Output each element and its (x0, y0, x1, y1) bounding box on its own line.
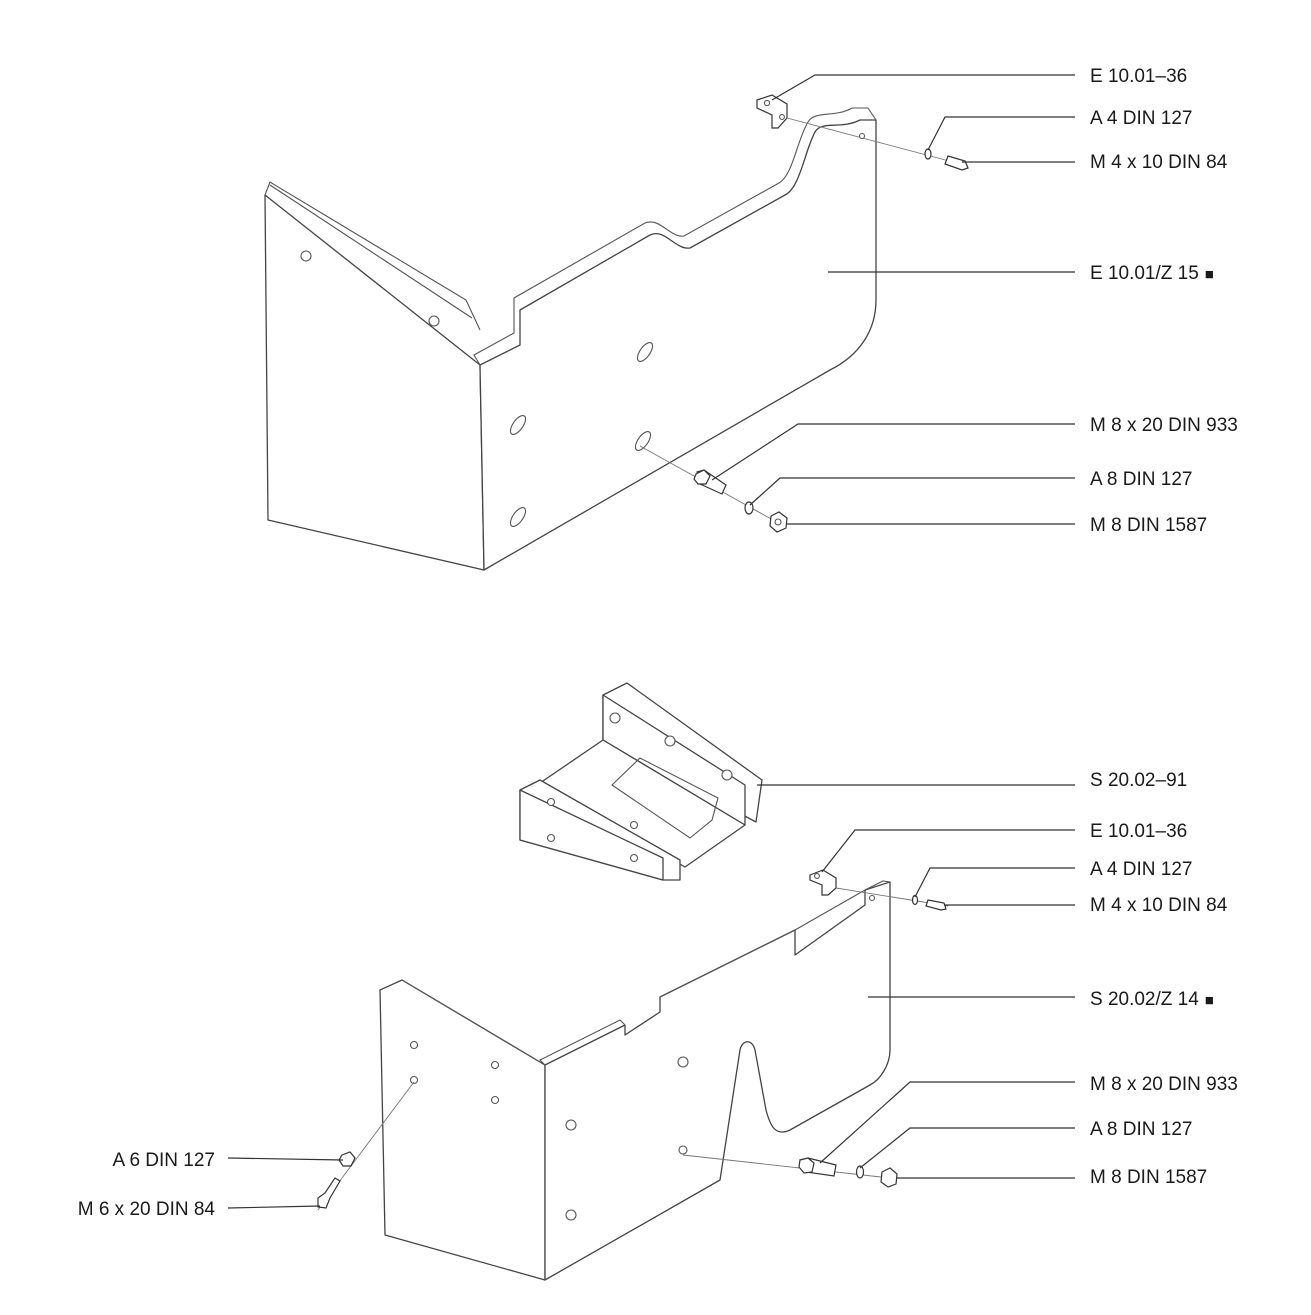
bottom-small-bracket (809, 869, 837, 896)
bottom-hole-1 (409, 1040, 419, 1050)
top-panel-main-top-edge (473, 107, 877, 366)
label-top-panel-marker: ■ (1205, 266, 1214, 283)
label-bottom-washer-large: A 8 DIN 127 (1090, 1119, 1192, 1140)
top-panel-hole-small (858, 132, 866, 140)
bottom-panel-left-face (379, 979, 546, 1281)
adapter-hole-1 (609, 712, 621, 724)
bottom-hole-2 (409, 1075, 419, 1085)
label-bottom-panel: S 20.02/Z 14 ■ (1090, 989, 1214, 1010)
label-bottom-bracket: E 10.01–36 (1090, 821, 1187, 842)
side-screw (317, 1177, 341, 1209)
leader-top-bolt (711, 423, 1075, 481)
bottom-bolt-axis (682, 1154, 891, 1179)
bottom-hole-3 (490, 1060, 500, 1070)
bottom-hole-8 (678, 1145, 688, 1155)
top-bracket-axis (786, 117, 969, 167)
bottom-assembly: S 20.02–91 E 10.01–36 A 4 DIN 127 M 4 x … (78, 682, 1238, 1281)
bottom-panel-main-face (544, 881, 891, 1281)
adapter-hole-2 (664, 735, 676, 747)
top-slot-1 (636, 341, 654, 363)
bottom-bolt-head (798, 1157, 815, 1174)
label-top-bolt: M 8 x 20 DIN 933 (1090, 415, 1238, 436)
adapter-hole-4 (546, 797, 556, 807)
label-bottom-bolt: M 8 x 20 DIN 933 (1090, 1074, 1238, 1095)
label-bottom-screw-small: M 4 x 10 DIN 84 (1090, 895, 1228, 916)
top-panel-top-edge-line (269, 184, 473, 319)
top-bolt-head (693, 469, 711, 485)
label-top-screw-small: M 4 x 10 DIN 84 (1090, 152, 1228, 173)
bottom-hole-4 (490, 1095, 500, 1105)
leader-bottom-bolt (819, 1081, 1075, 1164)
leader-side-screw (227, 1205, 321, 1209)
top-small-washer (924, 148, 932, 160)
adapter-hole-5 (546, 833, 556, 843)
label-side-screw: M 6 x 20 DIN 84 (78, 1199, 216, 1220)
adapter-front-plate-face (519, 789, 664, 881)
label-top-washer-large: A 8 DIN 127 (1090, 469, 1192, 490)
label-bottom-panel-text: S 20.02/Z 14 (1090, 989, 1199, 1010)
label-adapter: S 20.02–91 (1090, 770, 1187, 791)
adapter-block (519, 682, 763, 881)
leader-bottom-washer-large (859, 1127, 1075, 1169)
label-bottom-washer-small: A 4 DIN 127 (1090, 859, 1192, 880)
top-assembly: E 10.01–36 A 4 DIN 127 M 4 x 10 DIN 84 E… (264, 66, 1238, 571)
bottom-large-washer (855, 1165, 865, 1179)
bottom-hole-7 (677, 1056, 689, 1068)
leader-top-washer-large (749, 477, 1075, 506)
label-bottom-panel-marker: ■ (1205, 992, 1214, 1009)
label-bottom-nut: M 8 DIN 1587 (1090, 1167, 1207, 1188)
top-slot-3 (509, 506, 527, 528)
bottom-small-screw (925, 899, 947, 911)
side-washer (338, 1151, 356, 1167)
bottom-panel-hole-small (868, 894, 876, 902)
leader-top-bracket (771, 74, 1075, 101)
adapter-hole-6 (629, 820, 639, 830)
top-small-screw (944, 155, 969, 171)
bottom-nut (880, 1167, 898, 1188)
top-panel-top-edge (264, 181, 481, 331)
bottom-hole-6 (565, 1209, 577, 1221)
leader-top-washer-small (927, 116, 1075, 151)
top-hole-2 (428, 315, 440, 327)
leader-side-washer (227, 1157, 344, 1161)
bottom-hole-5 (565, 1119, 577, 1131)
label-side-washer: A 6 DIN 127 (113, 1150, 215, 1171)
bottom-panel-top-edge (401, 880, 891, 1066)
top-slot-2 (509, 414, 527, 436)
bottom-small-washer (911, 894, 919, 906)
label-top-nut: M 8 DIN 1587 (1090, 515, 1207, 536)
label-top-panel: E 10.01/Z 15 ■ (1090, 263, 1214, 284)
top-slot-4 (634, 430, 652, 452)
adapter-hole-7 (629, 853, 639, 863)
adapter-recess (611, 757, 719, 839)
top-panel-left-face (264, 194, 485, 571)
leader-bottom-washer-small (914, 867, 1075, 898)
top-panel-main-face (479, 119, 877, 571)
adapter-hole-3 (721, 769, 733, 781)
top-large-washer (744, 501, 754, 515)
top-hole-1 (300, 250, 312, 262)
label-top-panel-text: E 10.01/Z 15 (1090, 263, 1199, 284)
top-nut-hole (774, 518, 782, 526)
leader-bottom-bracket (821, 829, 1075, 873)
label-top-bracket: E 10.01–36 (1090, 66, 1187, 87)
top-bracket-hole (763, 99, 771, 107)
label-top-washer-small: A 4 DIN 127 (1090, 108, 1192, 129)
bottom-bracket-hole (814, 873, 820, 879)
top-bracket-hole-2 (779, 114, 785, 120)
